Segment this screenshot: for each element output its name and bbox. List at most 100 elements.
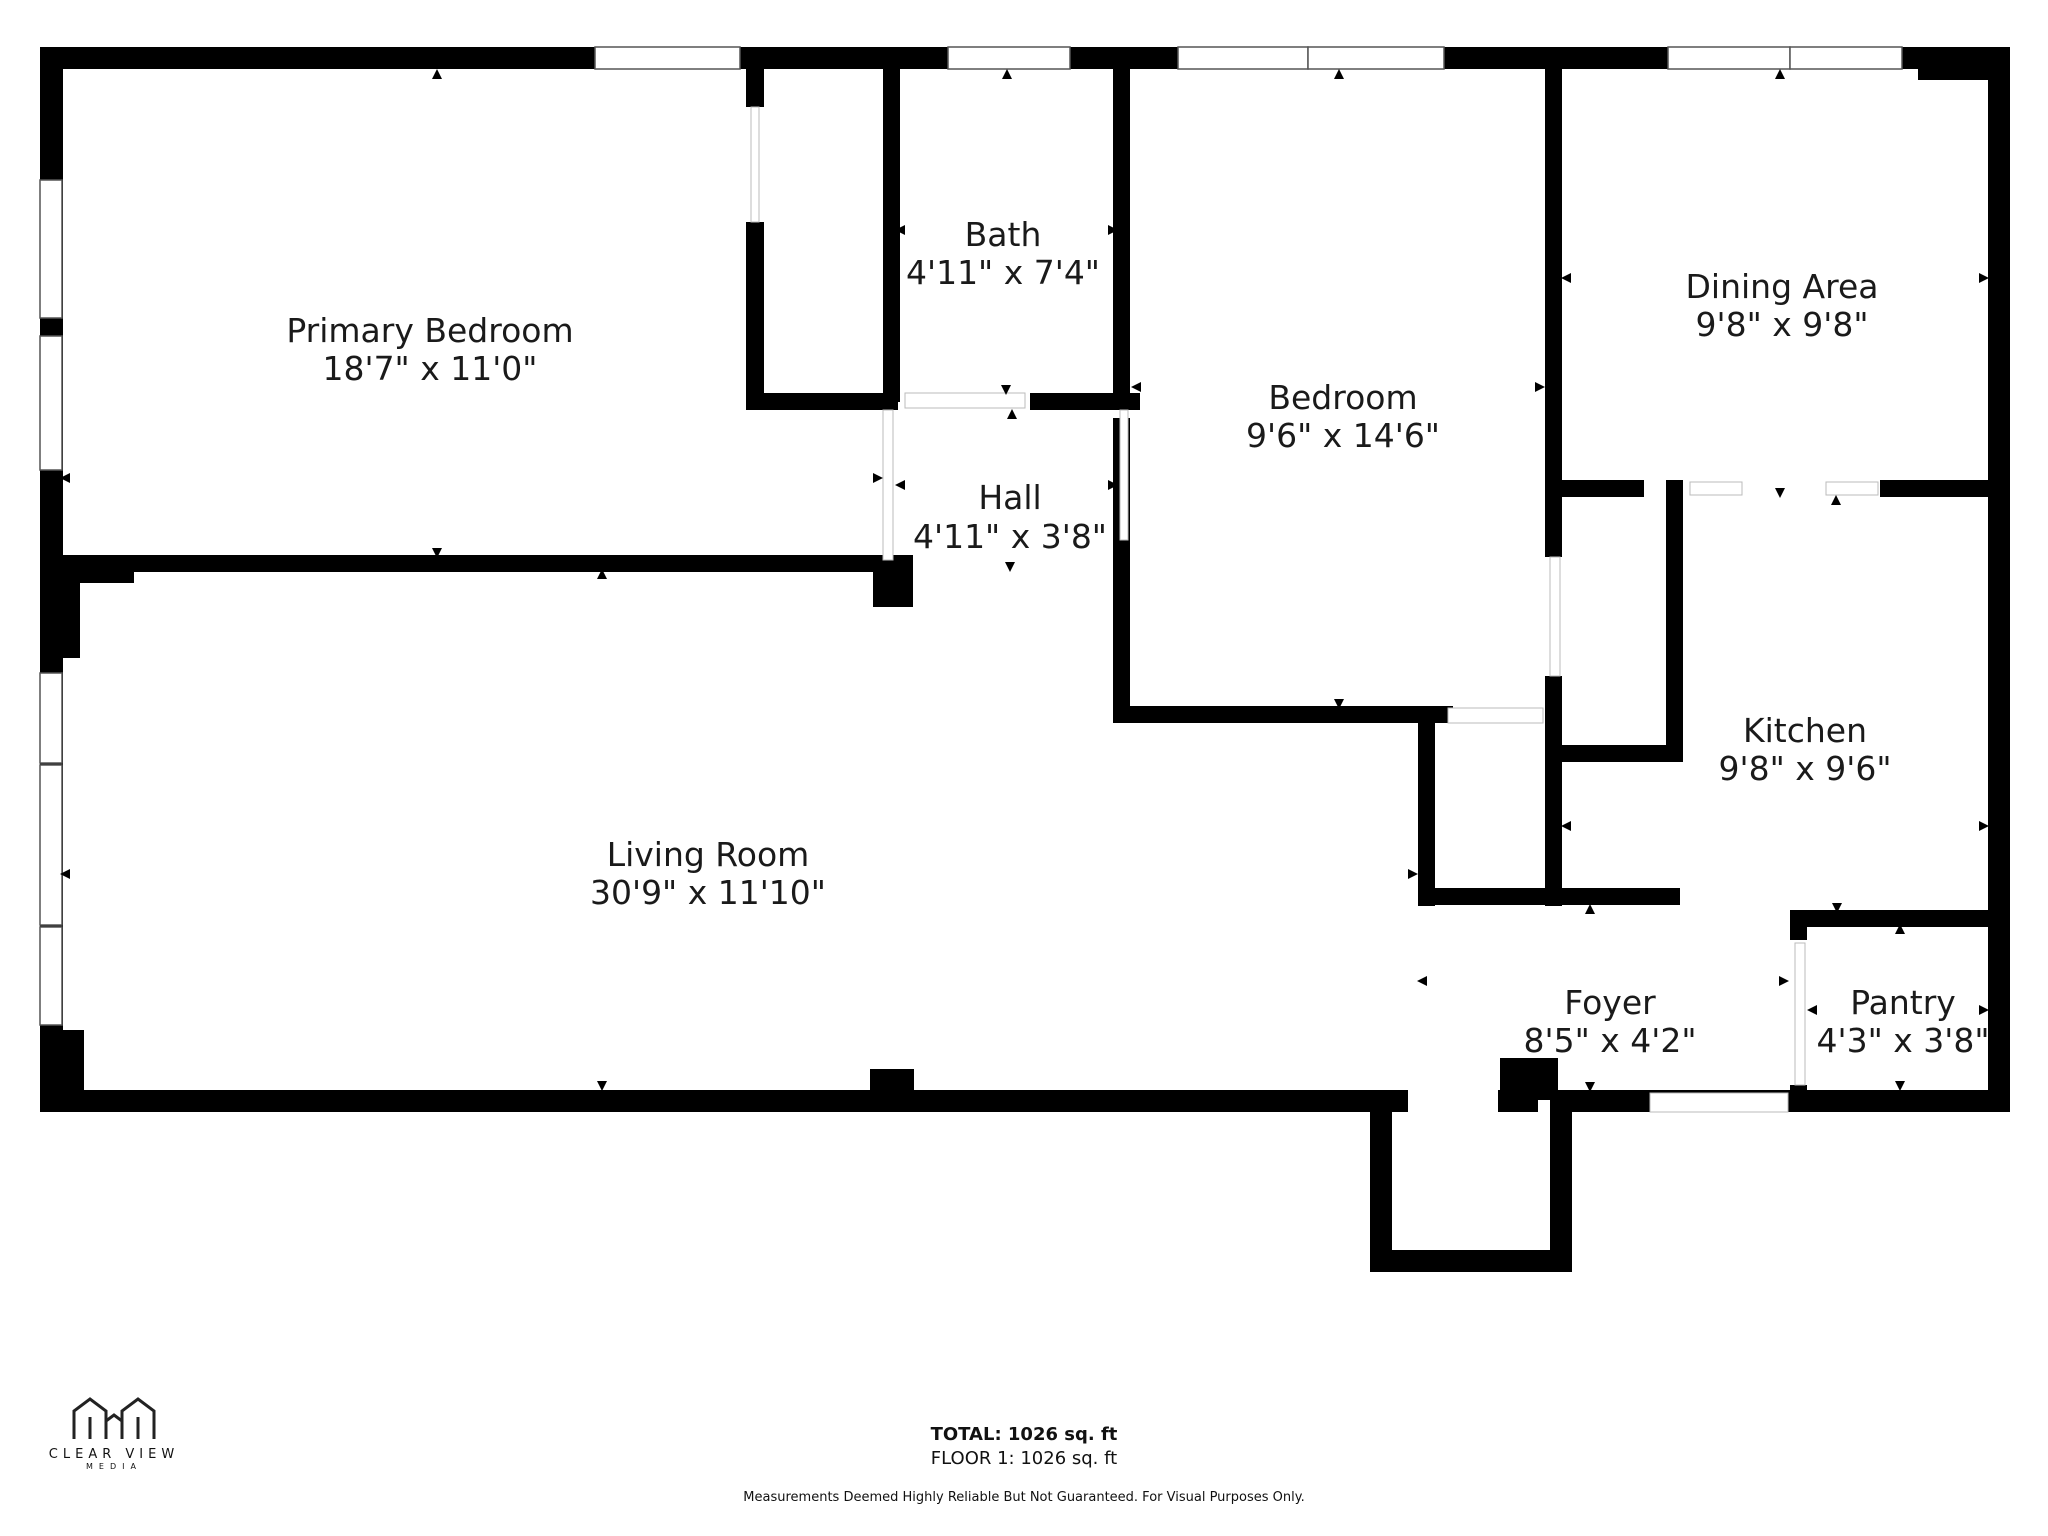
- disclaimer: Measurements Deemed Highly Reliable But …: [743, 1490, 1305, 1505]
- wall-segment: [1988, 47, 2010, 1112]
- wall-segment: [1790, 910, 1990, 927]
- room-dimensions: 9'6" x 14'6": [1246, 416, 1440, 455]
- dimension-marker: [895, 225, 905, 235]
- walls: [40, 47, 2010, 1272]
- door-openings: [750, 106, 1879, 1113]
- dimension-markers: [60, 69, 1989, 1092]
- wall-segment: [1370, 1090, 1392, 1272]
- room-dimensions: 9'8" x 9'8": [1696, 305, 1869, 344]
- door-opening: [882, 409, 894, 561]
- window: [594, 46, 741, 70]
- room-primary-bedroom: Primary Bedroom 18'7" x 11'0": [286, 311, 573, 388]
- floor-area: FLOOR 1: 1026 sq. ft: [930, 1448, 1118, 1469]
- wall-segment: [1790, 1085, 1807, 1112]
- window: [1307, 46, 1445, 70]
- dimension-marker: [1535, 382, 1545, 392]
- room-dimensions: 30'9" x 11'10": [590, 873, 826, 912]
- room-name: Dining Area: [1686, 267, 1879, 306]
- wall-segment: [1500, 1058, 1558, 1100]
- dimension-marker: [60, 869, 70, 879]
- dimension-marker: [1005, 562, 1015, 572]
- door-opening: [750, 106, 760, 223]
- wall-segment: [1113, 47, 1130, 397]
- room-hall: Hall 4'11" x 3'8": [913, 478, 1107, 556]
- wall-segment: [40, 1030, 84, 1112]
- dimension-marker: [873, 473, 883, 483]
- dimension-marker: [1979, 821, 1989, 831]
- dimension-marker: [1895, 924, 1905, 934]
- wall-segment: [1562, 745, 1683, 762]
- dimension-marker: [1334, 699, 1344, 709]
- window: [39, 672, 63, 764]
- dimension-marker: [1001, 385, 1011, 395]
- door-opening: [1794, 942, 1806, 1086]
- wall-segment: [1550, 1090, 1572, 1272]
- dimension-marker: [1561, 273, 1571, 283]
- window: [1667, 46, 1791, 70]
- dimension-marker: [1108, 225, 1118, 235]
- wall-segment: [746, 393, 898, 410]
- total-area: TOTAL: 1026 sq. ft: [930, 1424, 1118, 1445]
- room-foyer: Foyer 8'5" x 4'2": [1524, 983, 1697, 1060]
- room-dimensions: 8'5" x 4'2": [1524, 1021, 1697, 1060]
- wall-segment: [1666, 480, 1683, 762]
- room-name: Foyer: [1564, 983, 1656, 1022]
- dimension-marker: [597, 1081, 607, 1091]
- room-dimensions: 4'3" x 3'8": [1817, 1021, 1990, 1060]
- room-name: Living Room: [607, 835, 810, 874]
- dimension-marker: [1779, 976, 1789, 986]
- window: [39, 926, 63, 1026]
- dimension-marker: [1108, 480, 1118, 490]
- wall-segment: [1545, 676, 1562, 716]
- window: [1789, 46, 1903, 70]
- window: [1177, 46, 1309, 70]
- door-opening: [1825, 481, 1879, 496]
- logo-subtitle: MEDIA: [86, 1462, 142, 1471]
- dimension-marker: [1131, 382, 1141, 392]
- clear-view-media-logo: CLEAR VIEW MEDIA: [44, 1395, 184, 1471]
- dimension-marker: [1408, 869, 1418, 879]
- wall-segment: [1545, 706, 1562, 906]
- room-dimensions: 4'11" x 3'8": [913, 517, 1107, 556]
- dimension-marker: [1585, 904, 1595, 914]
- dimension-marker: [1007, 409, 1017, 419]
- dimension-marker: [1979, 273, 1989, 283]
- dimension-marker: [1979, 1005, 1989, 1015]
- wall-segment: [1562, 480, 1644, 497]
- windows: [39, 46, 1903, 1026]
- dimension-marker: [1807, 1005, 1817, 1015]
- logo-name: CLEAR VIEW: [48, 1447, 180, 1462]
- dimension-marker: [1775, 488, 1785, 498]
- door-opening: [1119, 409, 1129, 541]
- wall-segment: [1370, 1250, 1572, 1272]
- wall-segment: [873, 555, 913, 607]
- dimension-marker: [1417, 976, 1427, 986]
- room-dining-area: Dining Area 9'8" x 9'8": [1686, 267, 1879, 344]
- wall-segment: [883, 47, 900, 402]
- wall-segment: [1418, 706, 1435, 906]
- room-dimensions: 9'8" x 9'6": [1719, 749, 1892, 788]
- dimension-marker: [1561, 821, 1571, 831]
- dimension-marker: [1775, 69, 1785, 79]
- room-pantry: Pantry 4'3" x 3'8": [1817, 983, 1990, 1060]
- house-logo-icon: [72, 1397, 156, 1439]
- door-opening: [1689, 481, 1743, 496]
- room-name: Bath: [965, 215, 1042, 254]
- wall-segment: [1918, 47, 2010, 80]
- dimension-marker: [432, 548, 442, 558]
- room-name: Hall: [978, 478, 1041, 517]
- wall-segment: [40, 555, 912, 572]
- room-living-room: Living Room 30'9" x 11'10": [590, 835, 826, 912]
- room-dimensions: 4'11" x 7'4": [906, 253, 1100, 292]
- wall-segment: [746, 222, 764, 410]
- dimension-marker: [1585, 1082, 1595, 1092]
- wall-segment: [746, 47, 764, 107]
- wall-segment: [1545, 47, 1562, 557]
- wall-segment: [870, 1069, 914, 1093]
- door-opening: [1649, 1092, 1789, 1113]
- room-bath: Bath 4'11" x 7'4": [906, 215, 1100, 292]
- window: [947, 46, 1071, 70]
- room-dimensions: 18'7" x 11'0": [323, 349, 538, 388]
- wall-segment: [40, 555, 80, 658]
